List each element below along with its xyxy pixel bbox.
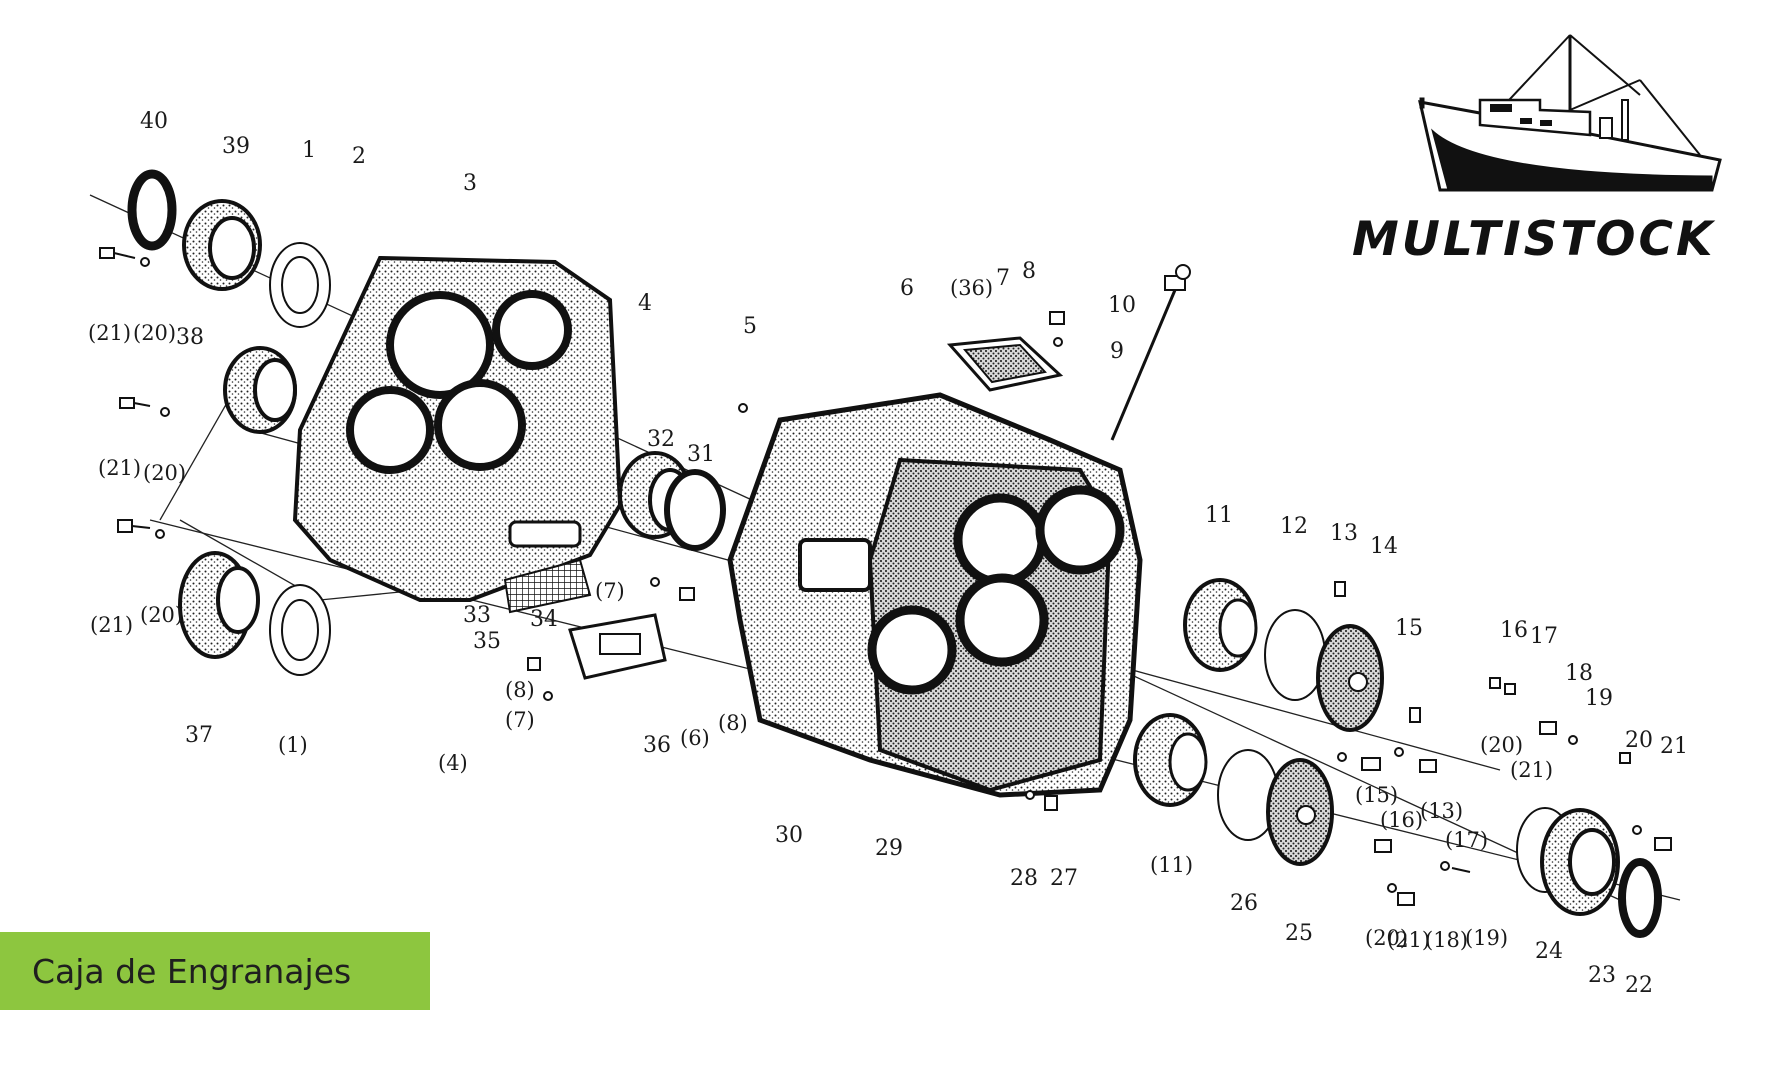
- callout-label: 31: [687, 442, 715, 467]
- callout-labels: 40 39 1 2 3 4 (21) (20) 38 (21) (20) (21…: [88, 109, 1688, 998]
- callout-label: 6: [900, 276, 914, 301]
- bearing-cover-part-14: [1316, 624, 1384, 732]
- callout-label: 5: [743, 314, 757, 339]
- logo-brand-text: MULTISTOCK: [1352, 212, 1716, 267]
- callout-label: 39: [222, 134, 250, 159]
- callout-label: 38: [176, 325, 204, 350]
- callout-label: 1: [302, 138, 316, 163]
- callout-label: (21): [98, 456, 141, 480]
- callout-label: (8): [718, 711, 748, 735]
- callout-label: (1): [278, 733, 308, 757]
- bearing-cover-part-25: [1266, 758, 1334, 866]
- callout-label: (19): [1465, 926, 1508, 950]
- callout-label: 29: [875, 836, 903, 861]
- callout-label: 12: [1280, 514, 1308, 539]
- callout-label: 35: [473, 629, 501, 654]
- seal-part-40: [127, 169, 177, 251]
- callout-label: 30: [775, 823, 803, 848]
- gasket-part-12: [1264, 609, 1326, 701]
- caption-label: Caja de Engranajes: [0, 932, 430, 1010]
- callout-label: (20): [140, 603, 183, 627]
- callout-label: 24: [1535, 939, 1563, 964]
- gasket-part-1b: [269, 584, 331, 676]
- main-housing-part-29: [727, 392, 1143, 798]
- callout-label: 3: [463, 171, 477, 196]
- bearing-part-11b: [1133, 713, 1208, 807]
- callout-label: 25: [1285, 921, 1313, 946]
- callout-label: 8: [1022, 259, 1036, 284]
- callout-label: 19: [1585, 686, 1613, 711]
- callout-label: 21: [1660, 734, 1688, 759]
- callout-label: (15): [1355, 783, 1398, 807]
- callout-label: (13): [1420, 799, 1463, 823]
- callout-label: (21): [88, 321, 131, 345]
- callout-label: (11): [1150, 853, 1193, 877]
- dipstick-part-9: [1110, 264, 1191, 441]
- bearing-cap-part-38: [223, 346, 297, 434]
- caption-text: Caja de Engranajes: [32, 951, 352, 991]
- callout-label: 22: [1625, 973, 1653, 998]
- callout-label: (4): [438, 751, 468, 775]
- bearing-part-11: [1183, 578, 1258, 672]
- callout-label: (8): [505, 678, 535, 702]
- callout-label: 16: [1500, 618, 1528, 643]
- flange-part-37: [178, 551, 260, 659]
- callout-label: 26: [1230, 891, 1258, 916]
- gasket-part-1: [269, 242, 331, 328]
- callout-label: (21): [1510, 758, 1553, 782]
- callout-label: (20): [1365, 926, 1408, 950]
- callout-label: (7): [505, 708, 535, 732]
- bearing-part-31: [664, 469, 726, 551]
- seal-part-22: [1618, 858, 1662, 938]
- callout-label: 7: [996, 266, 1010, 291]
- callout-label: (20): [143, 461, 186, 485]
- callout-label: (36): [950, 276, 993, 300]
- callout-label: 14: [1370, 534, 1398, 559]
- top-cover-plate-part-6: [946, 336, 1064, 392]
- callout-label: 23: [1588, 963, 1616, 988]
- filter-screen-part-34: [503, 558, 592, 614]
- callout-label: 40: [140, 109, 168, 134]
- callout-label: 28: [1010, 866, 1038, 891]
- callout-label: 36: [643, 733, 671, 758]
- callout-label: 32: [647, 427, 675, 452]
- callout-label: 17: [1530, 624, 1558, 649]
- rear-cover-part-3: [292, 255, 623, 602]
- callout-label: 18: [1565, 661, 1593, 686]
- fishing-boat-icon: [1418, 34, 1722, 192]
- callout-label: (20): [133, 321, 176, 345]
- callout-label: 9: [1110, 339, 1124, 364]
- fasteners: [99, 247, 1672, 906]
- flange-part-23: [1540, 808, 1620, 916]
- callout-label: 37: [185, 723, 213, 748]
- callout-label: 15: [1395, 616, 1423, 641]
- flange-part-39: [182, 199, 262, 291]
- callout-label: 20: [1625, 728, 1653, 753]
- callout-label: (7): [595, 579, 625, 603]
- callout-label: 10: [1108, 293, 1136, 318]
- callout-label: (17): [1445, 828, 1488, 852]
- callout-label: 2: [352, 144, 366, 169]
- callout-label: (16): [1380, 808, 1423, 832]
- callout-label: (21): [90, 613, 133, 637]
- callout-label: 33: [463, 603, 491, 628]
- callout-label: 11: [1205, 503, 1233, 528]
- callout-label: (21): [1387, 928, 1430, 952]
- cover-plate-part-36: [568, 613, 667, 680]
- callout-label: (18): [1425, 928, 1468, 952]
- callout-label: 4: [638, 291, 652, 316]
- callout-label: (6): [680, 726, 710, 750]
- callout-label: 13: [1330, 521, 1358, 546]
- callout-label: 34: [530, 607, 558, 632]
- callout-label: 27: [1050, 866, 1078, 891]
- callout-label: (20): [1480, 733, 1523, 757]
